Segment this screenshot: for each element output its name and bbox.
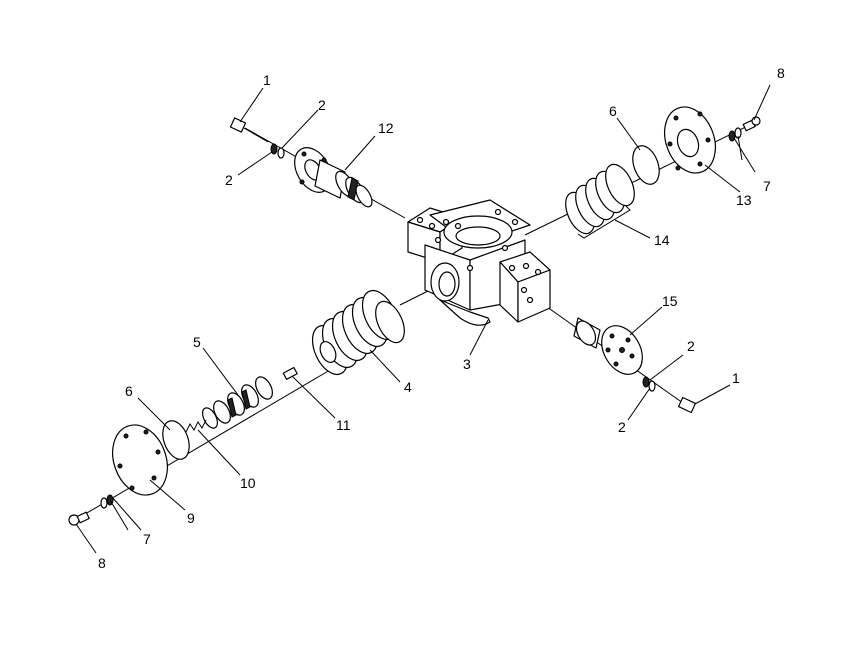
callout-2-bottom-left: 2 [618, 419, 626, 435]
bolt-part-1-top [229, 117, 269, 143]
washer-part-7-bottom [100, 494, 114, 509]
callout-8-top: 8 [777, 65, 785, 81]
callout-12: 12 [378, 120, 394, 136]
spring-part-10 [185, 419, 207, 433]
callout-2-bottom-right: 2 [687, 338, 695, 354]
callout-3: 3 [463, 356, 471, 372]
callout-5: 5 [193, 334, 201, 350]
callout-14: 14 [654, 232, 670, 248]
callout-8-bottom: 8 [98, 555, 106, 571]
callout-7-top: 7 [763, 178, 771, 194]
callout-15: 15 [662, 293, 678, 309]
cover-plate-part-13 [664, 106, 716, 174]
spring-pack-part-4 [311, 289, 405, 376]
valve-housing-part-3 [407, 199, 551, 326]
callout-11: 11 [336, 417, 351, 433]
callout-10: 10 [240, 475, 256, 491]
valve-plug-part-15 [573, 317, 643, 375]
leader-lines [75, 84, 771, 554]
o-ring-part-6-bottom [162, 420, 190, 460]
spring-part-14 [565, 163, 635, 239]
valve-cartridge-part-12 [294, 147, 373, 208]
bolt-part-1-bottom [677, 396, 697, 414]
callout-4: 4 [404, 379, 412, 395]
callout-1-bottom: 1 [732, 370, 740, 386]
pin-part-11 [282, 366, 298, 380]
callout-2-top-left: 2 [225, 172, 233, 188]
callout-1-top: 1 [263, 72, 271, 88]
washers-part-2-bottom [642, 376, 656, 392]
end-cover-part-9 [112, 424, 168, 496]
washer-part-7-top [728, 127, 742, 142]
callout-7-bottom: 7 [143, 531, 151, 547]
screw-part-8-bottom [68, 511, 90, 526]
screw-part-8-top [742, 116, 761, 132]
washers-part-2-top [270, 143, 285, 159]
spool-part-5 [202, 376, 273, 429]
callout-13: 13 [736, 192, 752, 208]
callout-6-top: 6 [609, 103, 617, 119]
callout-9: 9 [187, 510, 195, 526]
callout-labels: 1 2 2 12 6 8 7 13 14 15 2 1 2 3 4 5 6 11… [98, 65, 785, 571]
o-ring-part-6-top [632, 145, 660, 185]
callout-6-bottom: 6 [125, 383, 133, 399]
callout-2-top-right: 2 [318, 97, 326, 113]
